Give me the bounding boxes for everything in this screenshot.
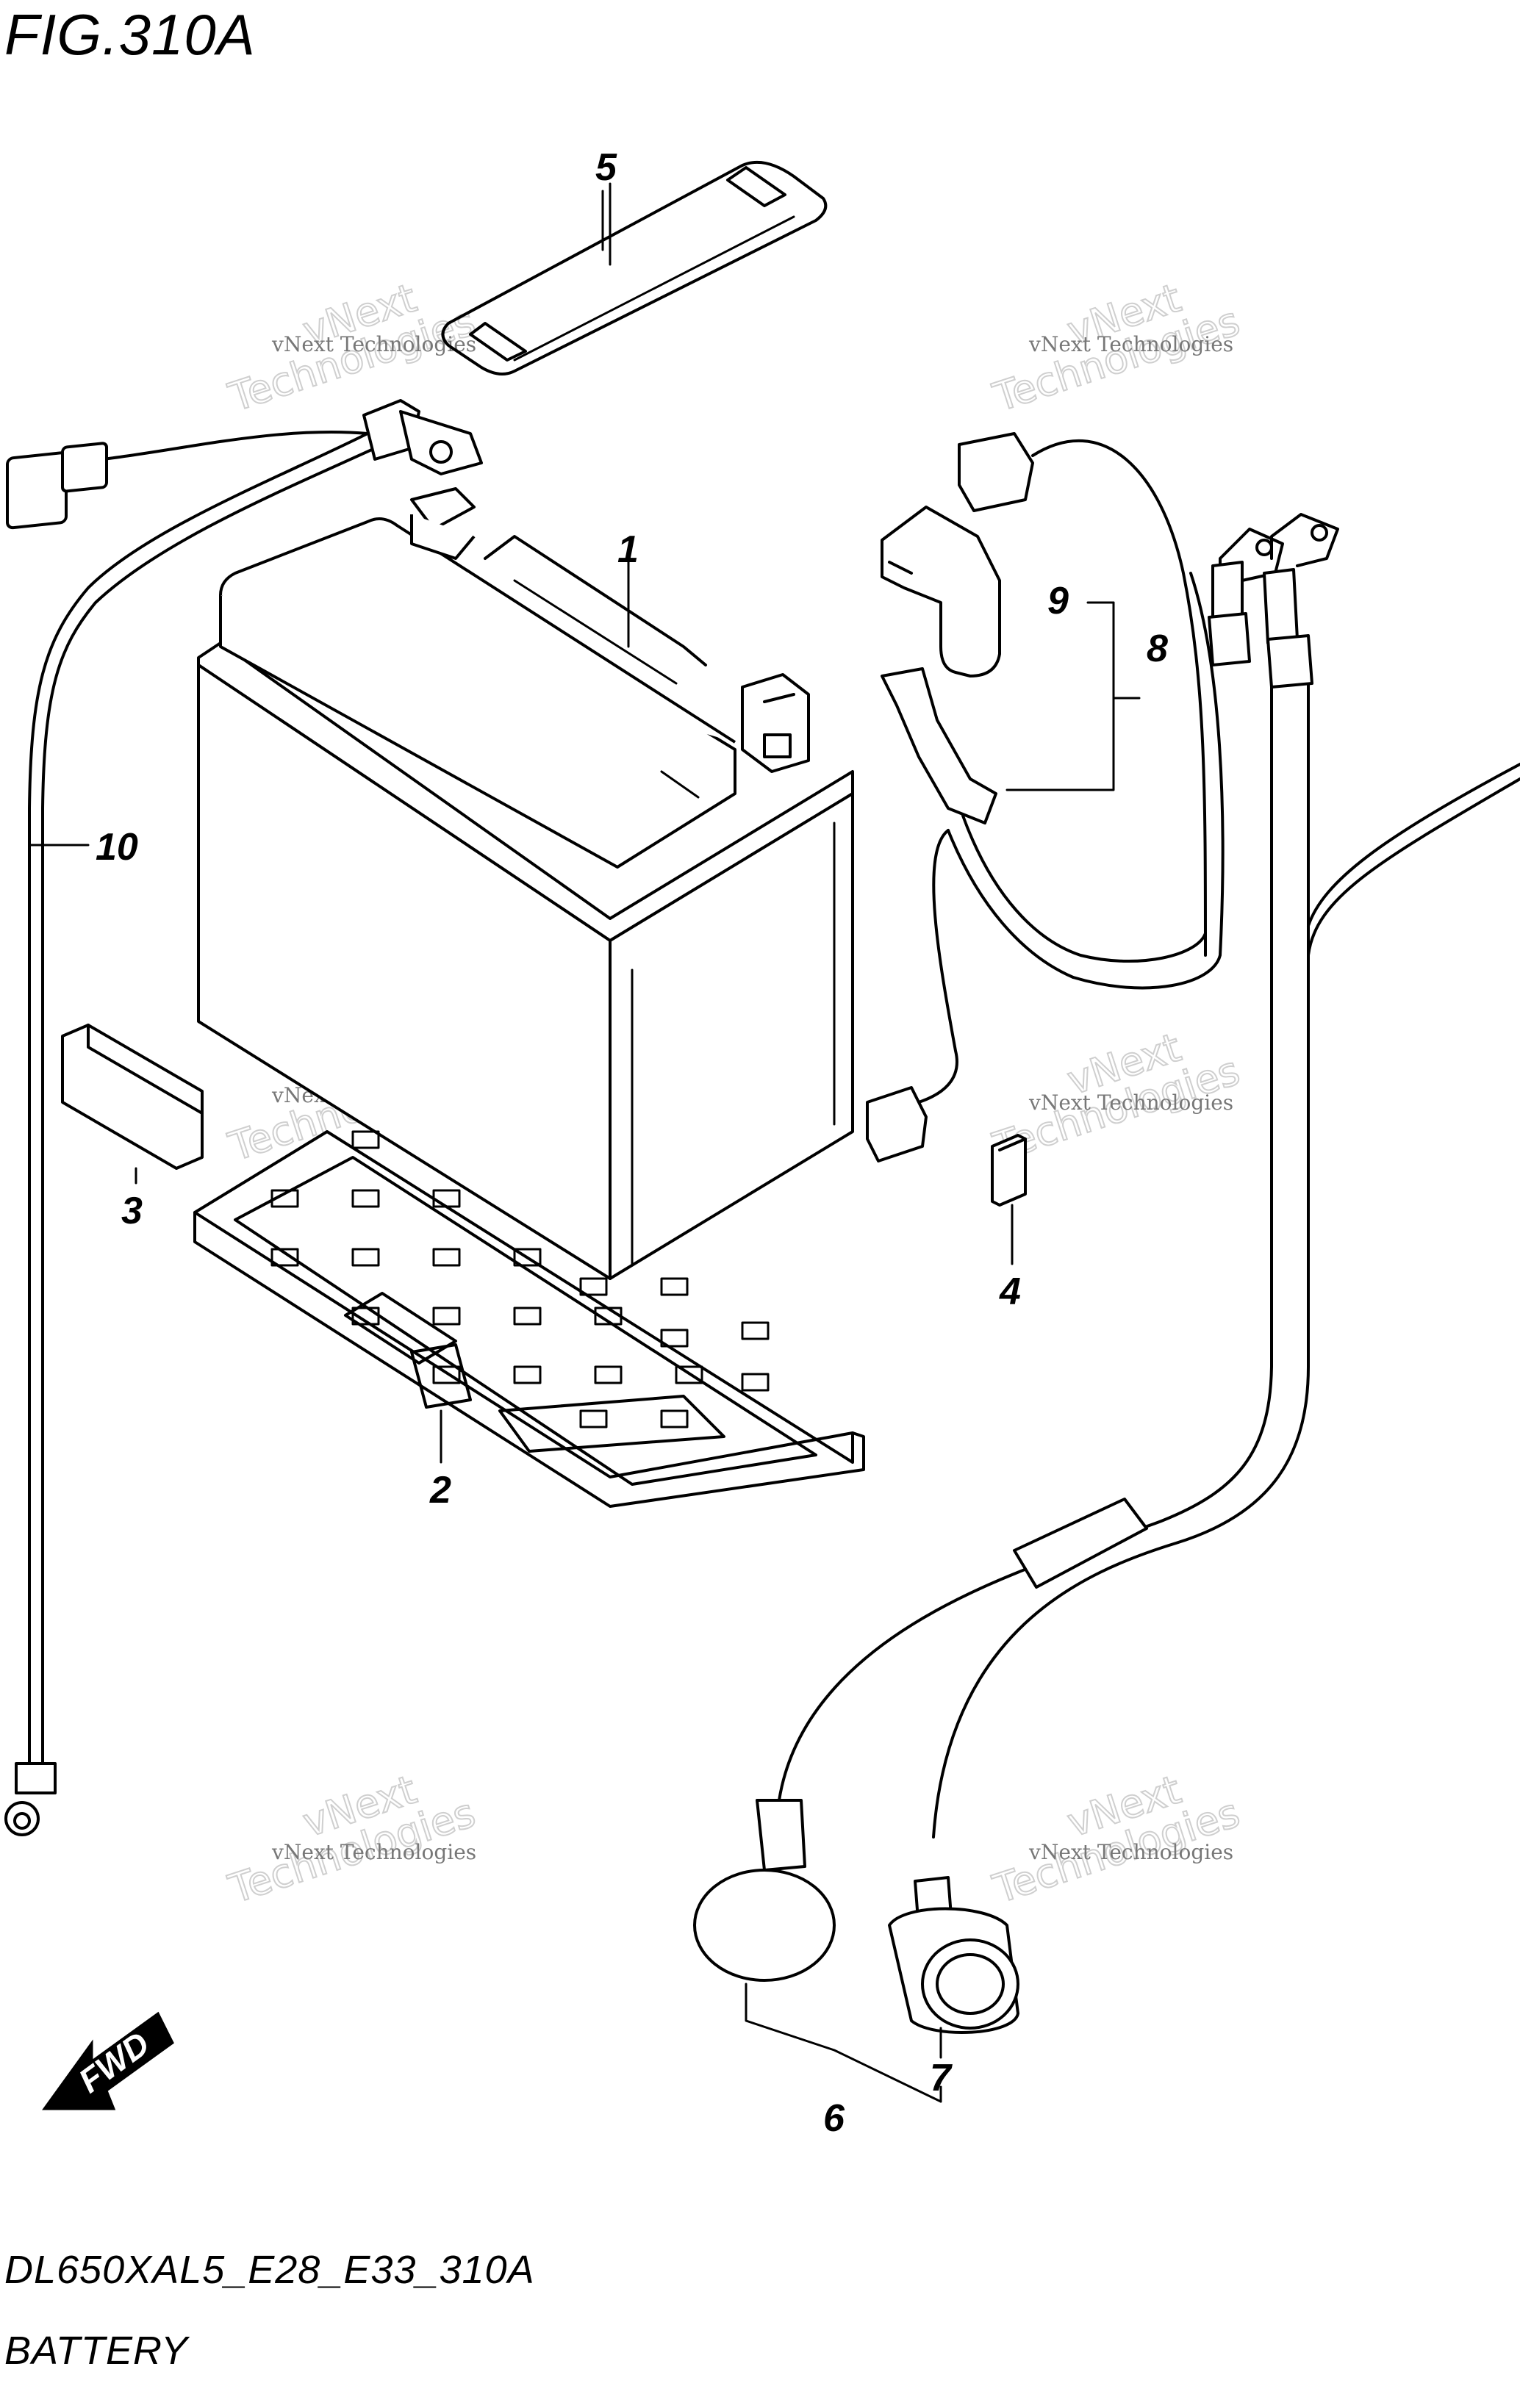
callout-4: 4: [999, 1271, 1021, 1313]
figure-caption: BATTERY: [4, 2329, 189, 2373]
part-1-battery: [197, 487, 854, 1280]
callout-3: 3: [121, 1190, 143, 1232]
svg-text:vNext Technologies: vNext Technologies: [1028, 332, 1233, 356]
callout-8: 8: [1147, 628, 1168, 670]
figure-code: DL650XAL5_E28_E33_310A: [4, 2248, 535, 2292]
part-2-tray: [193, 1130, 865, 1508]
svg-text:vNext Technologies: vNext Technologies: [1028, 1090, 1233, 1115]
callout-10: 10: [96, 826, 138, 869]
callout-6: 6: [823, 2097, 845, 2140]
part-4-clip: [991, 1134, 1027, 1207]
watermark-bottom-right: vNext Technologies vNext Technologies: [987, 1766, 1246, 1913]
part-9-cap: [881, 506, 1001, 678]
callout-labels: 1 2 3 4 5 6 7 8 9 10: [96, 146, 1168, 2140]
tray-slots: [270, 1130, 770, 1428]
watermark-top-left: vNext Technologies vNext Technologies: [223, 274, 481, 422]
part-8-cable: [866, 432, 1284, 1162]
watermark-bottom-left: vNext Technologies vNext Technologies: [223, 1766, 481, 1913]
callout-9: 9: [1047, 580, 1069, 622]
callout-5: 5: [595, 146, 617, 189]
fwd-arrow-icon: FWD: [42, 2011, 174, 2110]
part-3-pad: [61, 1024, 204, 1170]
callout-1: 1: [617, 528, 639, 571]
svg-text:vNext Technologies: vNext Technologies: [271, 1840, 476, 1864]
callout-2: 2: [429, 1469, 451, 1512]
part-6-main-lead: [693, 513, 1520, 2035]
part-5-battery-strap: [441, 160, 828, 375]
part-10-harness: [4, 399, 483, 1836]
callout-7: 7: [930, 2057, 953, 2099]
svg-text:vNext Technologies: vNext Technologies: [1028, 1840, 1233, 1864]
figure-title: FIG.310A: [4, 2, 256, 67]
leader-lines: [28, 190, 1141, 2103]
watermark-top-right: vNext Technologies vNext Technologies: [987, 274, 1246, 422]
